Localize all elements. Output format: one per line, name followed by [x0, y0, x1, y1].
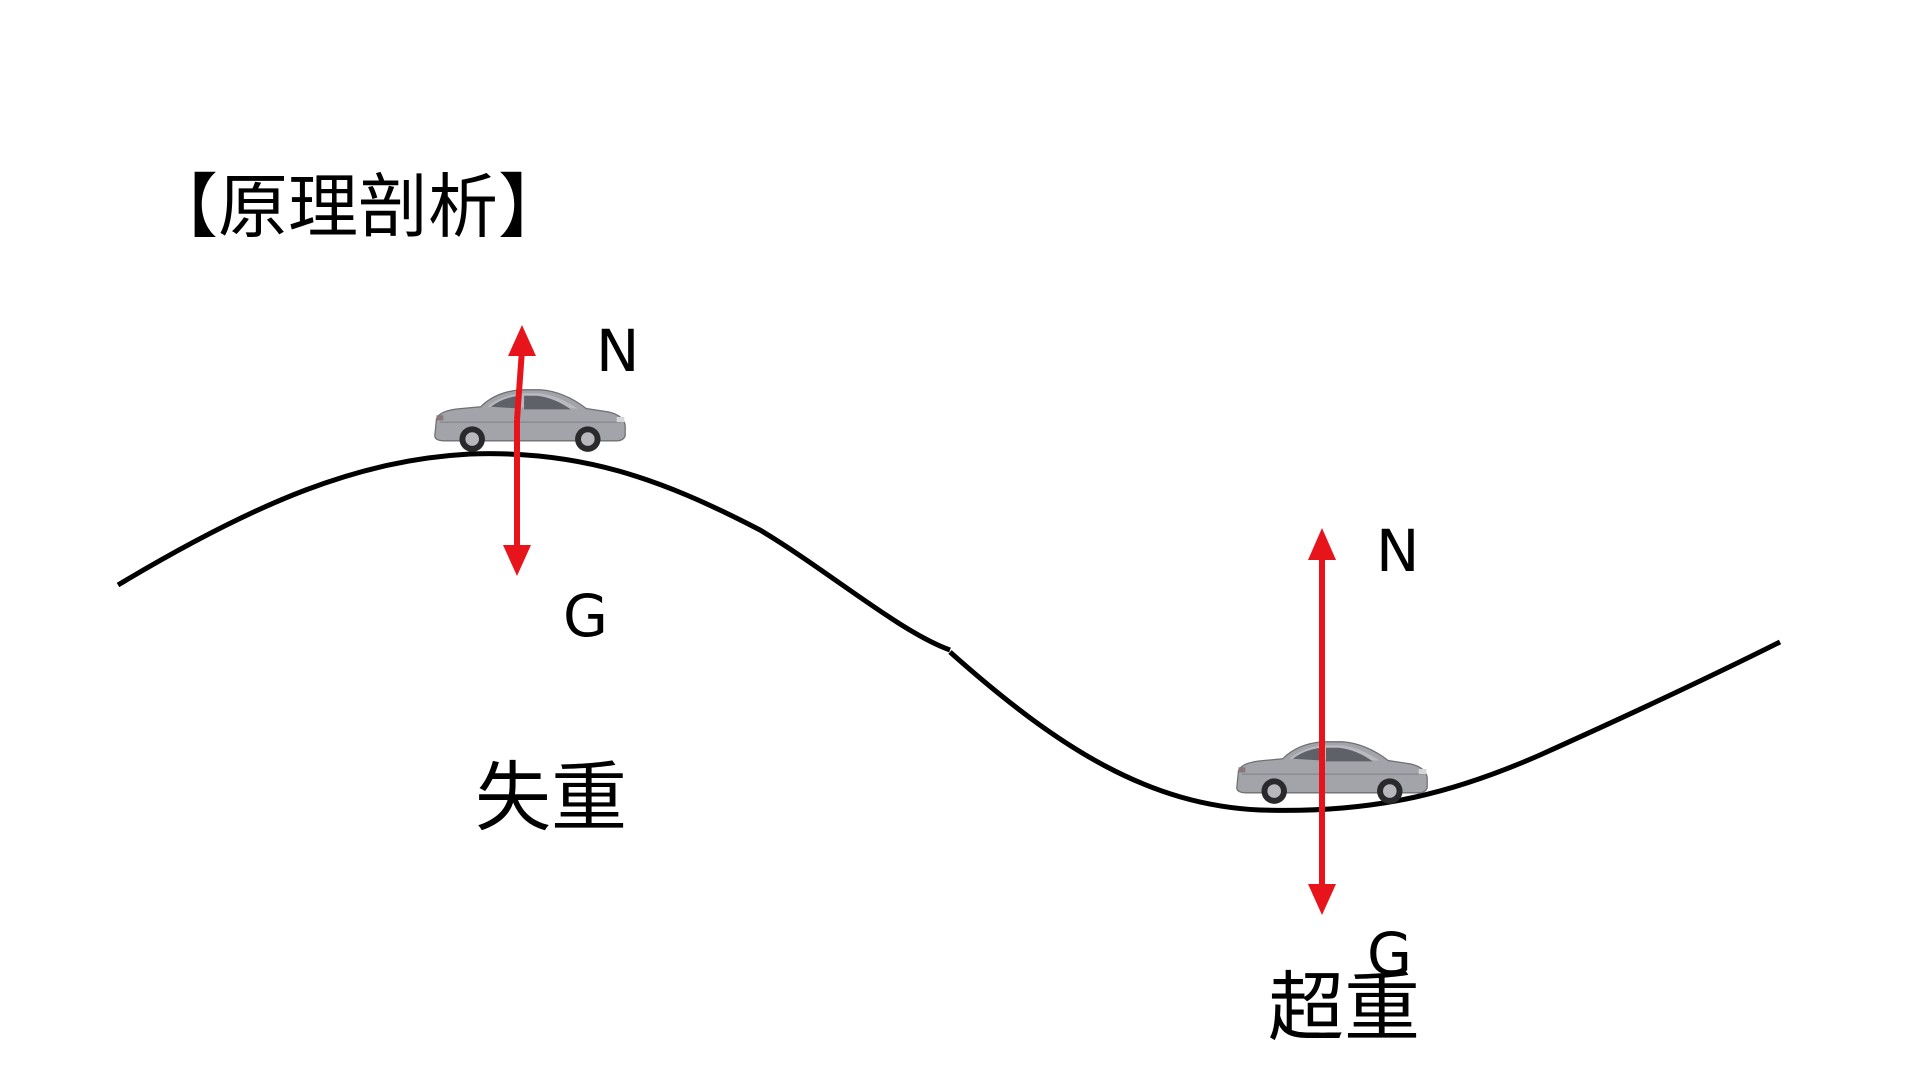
car-icon — [1236, 741, 1428, 805]
road-curve — [116, 451, 951, 653]
car-icon — [434, 389, 626, 453]
gravity-label-top: G — [563, 582, 608, 650]
normal-force-label-top: N — [596, 317, 640, 385]
gravity-arrowhead-top — [503, 545, 531, 576]
overweight-label: 超重 — [1268, 963, 1420, 1052]
gravity-label-bottom: G — [1367, 920, 1412, 988]
normal-force-arrow-top — [514, 349, 525, 421]
normal-force-arrowhead-top — [508, 325, 536, 356]
diagram-title: 【原理剖析】 — [148, 166, 568, 248]
normal-force-label-bottom: N — [1376, 517, 1420, 585]
weightlessness-label: 失重 — [475, 753, 627, 842]
normal-force-arrowhead-bottom — [1308, 528, 1336, 560]
gravity-arrowhead-bottom — [1308, 884, 1336, 915]
